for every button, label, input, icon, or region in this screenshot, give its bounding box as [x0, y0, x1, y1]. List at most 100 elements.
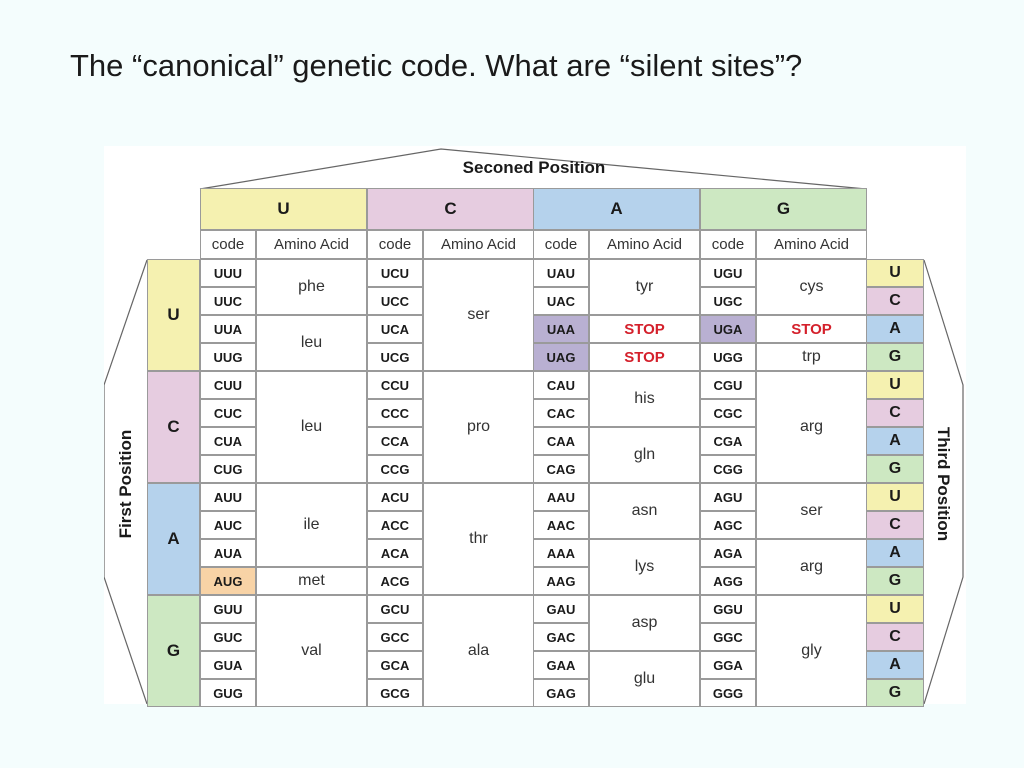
third-position-base-u: U	[866, 595, 924, 623]
codon-ugg: UGG	[700, 343, 756, 371]
codon-ggc: GGC	[700, 623, 756, 651]
codon-cau: CAU	[533, 371, 589, 399]
codon-aca: ACA	[367, 539, 423, 567]
codon-cug: CUG	[200, 455, 256, 483]
amino-acid-val: val	[256, 595, 367, 707]
amino-acid-glu: glu	[589, 651, 700, 707]
slide-title: The “canonical” genetic code. What are “…	[70, 48, 803, 83]
amino-acid-ser: ser	[423, 259, 534, 371]
amino-acid-thr: thr	[423, 483, 534, 595]
stop-codon-label: STOP	[589, 315, 700, 343]
amino-acid-column-header: Amino Acid	[423, 230, 534, 259]
code-column-header: code	[533, 230, 589, 259]
codon-gug: GUG	[200, 679, 256, 707]
third-position-base-a: A	[866, 427, 924, 455]
codon-cag: CAG	[533, 455, 589, 483]
codon-ggg: GGG	[700, 679, 756, 707]
amino-acid-ser: ser	[756, 483, 867, 539]
third-position-base-g: G	[866, 567, 924, 595]
amino-acid-met: met	[256, 567, 367, 595]
codon-uuu: UUU	[200, 259, 256, 287]
codon-cca: CCA	[367, 427, 423, 455]
third-position-base-u: U	[866, 371, 924, 399]
amino-acid-arg: arg	[756, 539, 867, 595]
amino-acid-gly: gly	[756, 595, 867, 707]
genetic-code-table: Seconed Position First Position Third Po…	[104, 146, 966, 707]
codon-cac: CAC	[533, 399, 589, 427]
left-frame-outline	[104, 259, 148, 704]
codon-aug: AUG	[200, 567, 256, 595]
codon-gcc: GCC	[367, 623, 423, 651]
codon-agc: AGC	[700, 511, 756, 539]
codon-cgg: CGG	[700, 455, 756, 483]
third-position-base-c: C	[866, 623, 924, 651]
third-position-base-c: C	[866, 399, 924, 427]
codon-uga: UGA	[700, 315, 756, 343]
codon-cua: CUA	[200, 427, 256, 455]
stop-codon-label: STOP	[756, 315, 867, 343]
codon-ugu: UGU	[700, 259, 756, 287]
codon-ucu: UCU	[367, 259, 423, 287]
codon-gag: GAG	[533, 679, 589, 707]
codon-aau: AAU	[533, 483, 589, 511]
third-position-base-c: C	[866, 511, 924, 539]
codon-acc: ACC	[367, 511, 423, 539]
third-position-base-g: G	[866, 455, 924, 483]
amino-acid-cys: cys	[756, 259, 867, 315]
codon-gca: GCA	[367, 651, 423, 679]
codon-aac: AAC	[533, 511, 589, 539]
table-frame-outline	[104, 148, 964, 704]
amino-acid-column-header: Amino Acid	[589, 230, 700, 259]
codon-uaa: UAA	[533, 315, 589, 343]
third-position-base-g: G	[866, 679, 924, 707]
codon-gcu: GCU	[367, 595, 423, 623]
codon-auu: AUU	[200, 483, 256, 511]
codon-guu: GUU	[200, 595, 256, 623]
codon-caa: CAA	[533, 427, 589, 455]
first-position-label: First Position	[116, 429, 135, 539]
amino-acid-leu: leu	[256, 315, 367, 371]
codon-cgu: CGU	[700, 371, 756, 399]
codon-ucg: UCG	[367, 343, 423, 371]
second-position-label: Seconed Position	[462, 158, 606, 177]
codon-gau: GAU	[533, 595, 589, 623]
codon-ggu: GGU	[700, 595, 756, 623]
code-column-header: code	[200, 230, 256, 259]
stop-codon-label: STOP	[589, 343, 700, 371]
codon-uag: UAG	[533, 343, 589, 371]
second-position-base-a: A	[533, 188, 700, 230]
codon-guc: GUC	[200, 623, 256, 651]
code-column-header: code	[367, 230, 423, 259]
amino-acid-ala: ala	[423, 595, 534, 707]
amino-acid-his: his	[589, 371, 700, 427]
amino-acid-gln: gln	[589, 427, 700, 483]
amino-acid-column-header: Amino Acid	[756, 230, 867, 259]
codon-gac: GAC	[533, 623, 589, 651]
amino-acid-ile: ile	[256, 483, 367, 567]
first-position-base-g: G	[147, 595, 200, 707]
right-frame-outline	[923, 259, 964, 704]
codon-gga: GGA	[700, 651, 756, 679]
third-position-base-g: G	[866, 343, 924, 371]
first-position-base-a: A	[147, 483, 200, 595]
codon-aaa: AAA	[533, 539, 589, 567]
second-position-base-u: U	[200, 188, 367, 230]
codon-ccu: CCU	[367, 371, 423, 399]
codon-acu: ACU	[367, 483, 423, 511]
codon-aag: AAG	[533, 567, 589, 595]
code-column-header: code	[700, 230, 756, 259]
third-position-base-a: A	[866, 539, 924, 567]
amino-acid-trp: trp	[756, 343, 867, 371]
top-trapezoid-outline	[199, 148, 867, 190]
codon-cuc: CUC	[200, 399, 256, 427]
codon-cgc: CGC	[700, 399, 756, 427]
codon-aga: AGA	[700, 539, 756, 567]
amino-acid-tyr: tyr	[589, 259, 700, 315]
codon-uac: UAC	[533, 287, 589, 315]
amino-acid-leu: leu	[256, 371, 367, 483]
codon-ccg: CCG	[367, 455, 423, 483]
codon-gua: GUA	[200, 651, 256, 679]
amino-acid-asn: asn	[589, 483, 700, 539]
third-position-label: Third Position	[934, 426, 953, 542]
codon-agu: AGU	[700, 483, 756, 511]
